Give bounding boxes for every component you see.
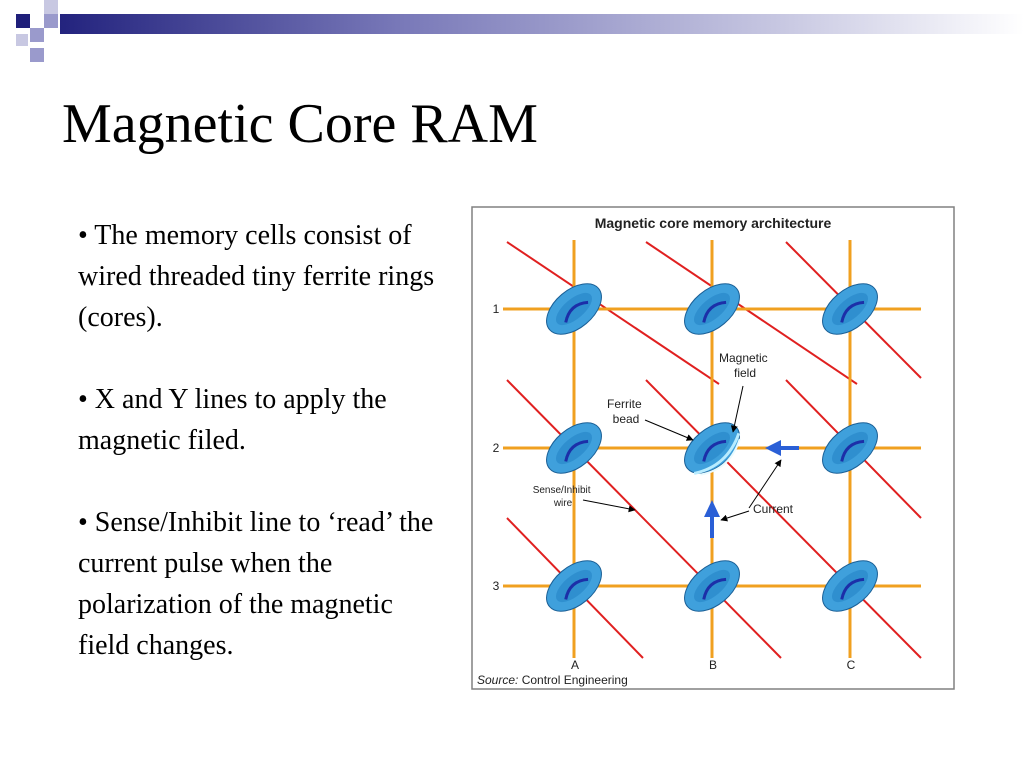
row-label: 1 — [493, 302, 500, 316]
current-pointer-1 — [748, 459, 782, 509]
magnetic-field-label: Magnetic field — [719, 351, 771, 380]
sense-wire — [506, 379, 782, 659]
bullet-item: • Sense/Inhibit line to ‘read’ the curre… — [78, 507, 434, 661]
bullet-item: • The memory cells consist of wired thre… — [78, 220, 435, 333]
header-square — [44, 0, 58, 14]
bullet-item: • X and Y lines to apply the magnetic fi… — [78, 384, 387, 456]
header-gradient-bar — [60, 14, 1024, 34]
current-arrow-horizontal-icon — [765, 440, 799, 456]
ferrite-core — [546, 560, 602, 612]
ferrite-core — [822, 422, 878, 474]
header-square — [30, 28, 44, 42]
ferrite-core-selected — [684, 422, 741, 476]
ferrite-bead-pointer — [644, 419, 694, 441]
ferrite-bead-label: Ferrite bead — [607, 397, 645, 426]
bullet-list: • The memory cells consist of wired thre… — [78, 215, 438, 666]
source-credit: Source: Control Engineering — [477, 673, 628, 687]
column-label: C — [847, 658, 856, 672]
header-square — [16, 34, 28, 46]
sense-wire — [645, 379, 922, 659]
ferrite-core — [546, 283, 602, 335]
header-square — [16, 14, 30, 28]
current-label: Current — [753, 502, 794, 516]
sense-wire-pointer — [582, 499, 636, 513]
sense-wire — [506, 241, 720, 385]
header-square — [30, 48, 44, 62]
column-label: A — [571, 658, 579, 672]
current-arrows — [704, 440, 799, 538]
column-label: B — [709, 658, 717, 672]
magnetic-field-pointer — [730, 385, 744, 433]
ferrite-core — [822, 283, 878, 335]
core-grid — [546, 283, 878, 612]
ferrite-core — [684, 283, 740, 335]
figure-title: Magnetic core memory architecture — [595, 215, 832, 231]
sense-wire — [645, 241, 858, 385]
current-pointer-2 — [720, 510, 750, 522]
header-square — [44, 14, 58, 28]
sense-inhibit-label: Sense/Inhibit wire — [533, 485, 594, 509]
magnetic-field-ring — [693, 432, 741, 475]
row-label: 2 — [493, 441, 500, 455]
current-arrow-vertical-icon — [704, 500, 720, 538]
callout-arrows — [582, 385, 782, 522]
row-label: 3 — [493, 579, 500, 593]
header-decoration — [0, 0, 1024, 64]
slide-title: Magnetic Core RAM — [62, 93, 538, 155]
core-memory-diagram: Magnetic core memory architecture — [471, 206, 955, 690]
ferrite-core — [822, 560, 878, 612]
ferrite-core — [684, 560, 740, 612]
ferrite-core — [546, 422, 602, 474]
